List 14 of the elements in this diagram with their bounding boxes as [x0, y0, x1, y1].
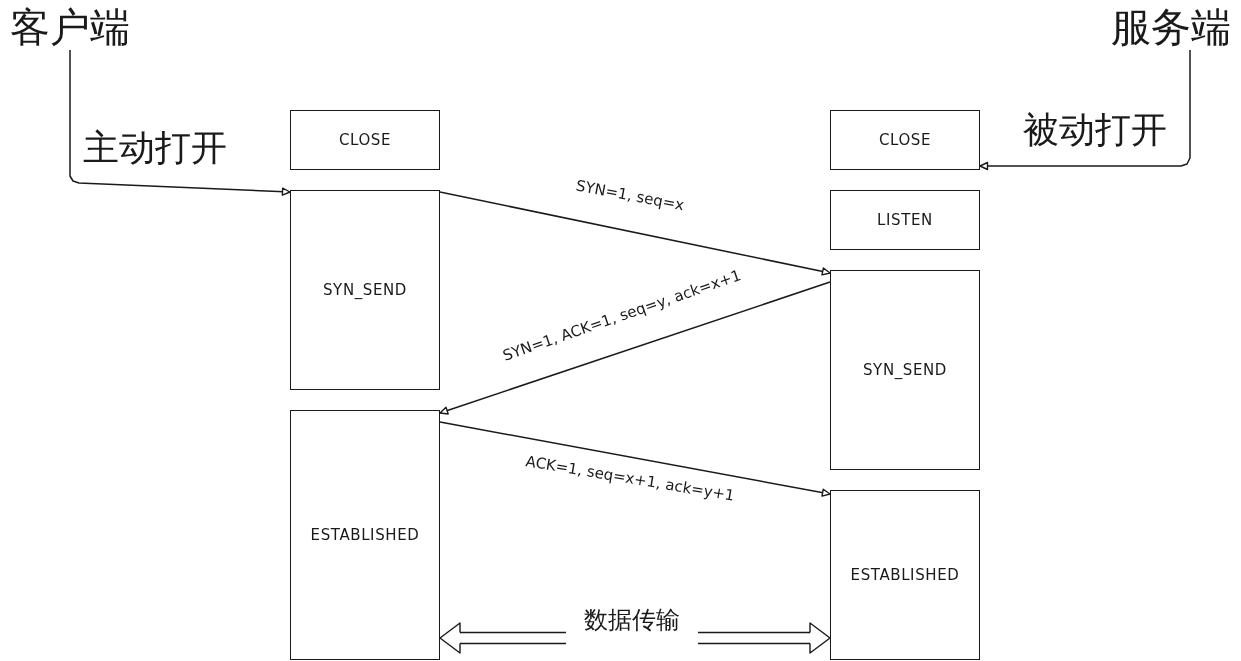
column-heading: 服务端 [1111, 4, 1231, 50]
arrow [439, 421, 831, 497]
arrow [439, 281, 831, 415]
arrow [439, 191, 831, 276]
arrow [979, 49, 1191, 171]
arrow [69, 49, 291, 196]
state-box: LISTEN [830, 190, 980, 250]
state-box: SYN_SEND [830, 270, 980, 470]
state-box: CLOSE [830, 110, 980, 170]
state-box: ESTABLISHED [290, 410, 440, 660]
state-box: ESTABLISHED [830, 490, 980, 660]
state-box: SYN_SEND [290, 190, 440, 390]
column-heading: 客户端 [10, 4, 130, 50]
state-box: CLOSE [290, 110, 440, 170]
